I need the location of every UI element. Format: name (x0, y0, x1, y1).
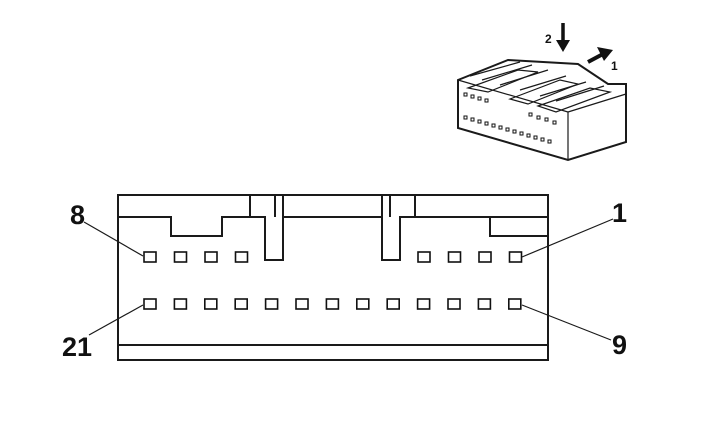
pin-cavity (295, 298, 309, 310)
connector-front-view (117, 194, 549, 361)
pin-row-bottom (143, 298, 522, 310)
pin-cavity (447, 251, 462, 263)
pin-cavity (508, 251, 523, 263)
pin-label-1: 1 (612, 198, 627, 228)
pin-row-top-right (417, 251, 523, 263)
arrow-label-2: 2 (545, 32, 552, 46)
leader-pin-9 (521, 304, 612, 341)
pin-cavity (416, 298, 431, 310)
pin-cavity (204, 298, 218, 310)
pin-cavity (355, 298, 370, 310)
arrow-down-icon (556, 23, 570, 52)
pin-label-8: 8 (70, 200, 85, 230)
pin-cavity (325, 298, 340, 310)
pin-cavity (264, 298, 279, 310)
pin-cavity (234, 251, 249, 263)
pin-row-top-left (143, 251, 249, 263)
pin-label-9: 9 (612, 330, 627, 360)
arrow-label-1: 1 (611, 59, 618, 73)
pin-cavity (507, 298, 522, 310)
pin-cavity (478, 251, 492, 263)
pin-cavity (204, 251, 218, 263)
arrow-insert-icon (587, 47, 613, 64)
leader-pin-1 (521, 218, 614, 258)
leader-pin-21 (88, 304, 144, 336)
pin-cavity (417, 251, 431, 263)
pin-label-21: 21 (62, 332, 92, 362)
leader-lines (83, 218, 614, 341)
pin-cavity (173, 251, 188, 263)
leader-pin-8 (83, 221, 144, 257)
pin-cavity (447, 298, 461, 310)
pin-cavity (173, 298, 188, 310)
pin-cavity (477, 298, 492, 310)
pin-cavity (143, 298, 157, 310)
pin-cavity (386, 298, 401, 310)
pin-cavity (234, 298, 248, 310)
connector-3d-view: 2 1 (457, 23, 627, 162)
pin-cavity (143, 251, 157, 263)
